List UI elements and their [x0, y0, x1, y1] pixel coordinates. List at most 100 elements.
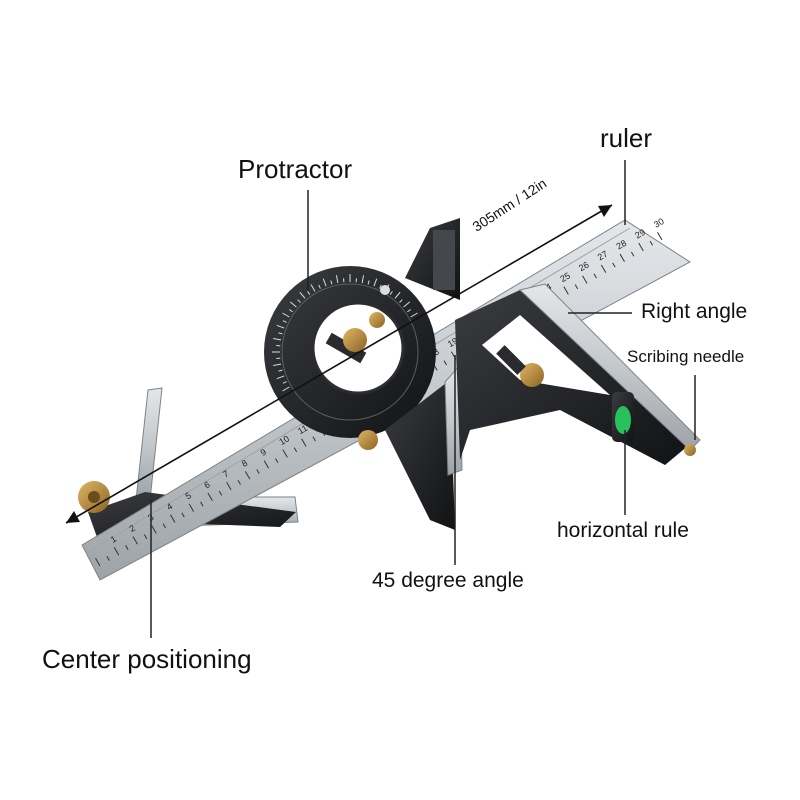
ruler-tick: [162, 523, 166, 529]
protractor-tick: [361, 275, 365, 284]
label-protractor: Protractor: [238, 154, 353, 184]
label-scribing-needle: Scribing needle: [627, 347, 745, 366]
ruler-tick: [113, 547, 120, 556]
ruler-cm-label: 29: [633, 227, 647, 241]
protractor-tick: [276, 375, 285, 380]
ruler-tick: [293, 447, 298, 453]
ruler-cm-label: 7: [221, 468, 230, 479]
center-head-blade: [135, 387, 163, 501]
arrow-head-right-icon: [598, 205, 612, 217]
ruler-cm-label: 28: [615, 238, 629, 252]
square-head: [455, 283, 701, 465]
ruler-tick: [244, 471, 251, 480]
label-center-positioning: Center positioning: [42, 644, 252, 674]
protractor-tick: [289, 309, 293, 313]
ruler-cm-label: 4: [165, 501, 174, 512]
ruler-tick: [630, 251, 635, 257]
ruler-cm-label: 26: [577, 260, 591, 274]
protractor-tick: [318, 284, 321, 289]
ruler-tick: [125, 545, 129, 550]
ruler-tick: [95, 558, 101, 567]
miter-fin-black: [385, 380, 455, 530]
ruler-tick: [649, 240, 654, 246]
ruler-cm-label: 6: [202, 479, 211, 490]
protractor-tick: [282, 312, 290, 318]
ruler-tick: [170, 514, 176, 523]
protractor-tick: [407, 309, 411, 313]
protractor-tick: [282, 381, 287, 384]
ruler-tick: [312, 436, 316, 442]
ruler-cm-label: 25: [558, 270, 572, 284]
protractor-tick: [379, 284, 382, 289]
protractor-tick: [330, 280, 333, 285]
protractor-tick: [307, 291, 311, 295]
ruler-tick: [275, 458, 279, 464]
ruler-tick: [151, 525, 157, 534]
protractor-tick: [278, 332, 283, 335]
protractor-tick: [273, 337, 282, 341]
length-arrow: [65, 204, 613, 524]
protractor-tick: [297, 299, 301, 303]
ruler-tick: [612, 262, 616, 268]
protractor-tick: [394, 291, 401, 299]
protractor-scale: [272, 274, 418, 392]
protractor-tick: [282, 386, 290, 392]
ruler-tick: [226, 481, 232, 491]
ruler-tick: [188, 503, 195, 512]
protractor-tick: [389, 291, 393, 295]
ruler-tick: [282, 449, 288, 458]
ruler-cm-label: 30: [652, 216, 666, 230]
ruler-tick: [106, 556, 110, 561]
ruler-cm-label: 27: [596, 249, 610, 263]
ruler-tick: [200, 501, 204, 507]
protractor-tick: [299, 291, 306, 299]
scribing-needle-icon: [684, 444, 696, 456]
ruler-cm-label: 2: [127, 523, 136, 534]
ruler-tick: [143, 534, 148, 540]
protractor-tick: [322, 278, 327, 287]
protractor-tick: [310, 284, 316, 292]
ruler-tick: [132, 536, 138, 545]
leader-lines: [150, 160, 696, 638]
protractor-tick: [278, 369, 283, 372]
protractor-tick: [273, 363, 282, 367]
ruler-cm-label: 11: [296, 423, 309, 436]
ruler-tick: [263, 460, 270, 469]
ruler-tick: [593, 273, 597, 279]
protractor-tick: [276, 324, 285, 329]
ruler-tick: [638, 242, 644, 252]
arrow-head-left-icon: [66, 511, 80, 523]
ruler-tick: [574, 284, 579, 290]
protractor-head: [264, 218, 460, 450]
ruler-cm-label: 5: [184, 490, 193, 501]
ruler-tick: [256, 469, 260, 474]
ruler-tick: [563, 286, 569, 295]
label-45-degree-angle: 45 degree angle: [372, 569, 524, 592]
protractor-tick: [289, 301, 297, 308]
protractor-tick: [335, 275, 339, 284]
ruler-cm-label: 8: [240, 458, 249, 469]
protractor-lock-icon: [369, 312, 385, 328]
length-arrow-line: [65, 204, 613, 524]
ruler-tick: [237, 479, 241, 485]
ruler-tick: [619, 253, 625, 262]
square-knob-icon: [520, 363, 544, 387]
ruler-tick: [207, 492, 213, 502]
protractor-knob-icon: [343, 328, 367, 352]
protractor-tick: [373, 278, 378, 287]
ruler-tick: [582, 275, 588, 284]
protractor-tick: [367, 280, 370, 285]
label-ruler: ruler: [600, 123, 653, 153]
protractor-tick: [399, 299, 403, 303]
ruler-cm-label: 10: [277, 433, 291, 447]
ruler-tick: [657, 232, 663, 241]
ruler-tick: [301, 438, 307, 447]
label-right-angle: Right angle: [641, 300, 748, 323]
protractor-tick: [282, 320, 287, 323]
protractor-tick: [410, 312, 418, 318]
ruler-tick: [600, 264, 607, 273]
ruler-tick: [218, 490, 223, 496]
protractor-pin-icon: [380, 285, 390, 295]
ruler-cm-label: 1: [109, 534, 118, 545]
